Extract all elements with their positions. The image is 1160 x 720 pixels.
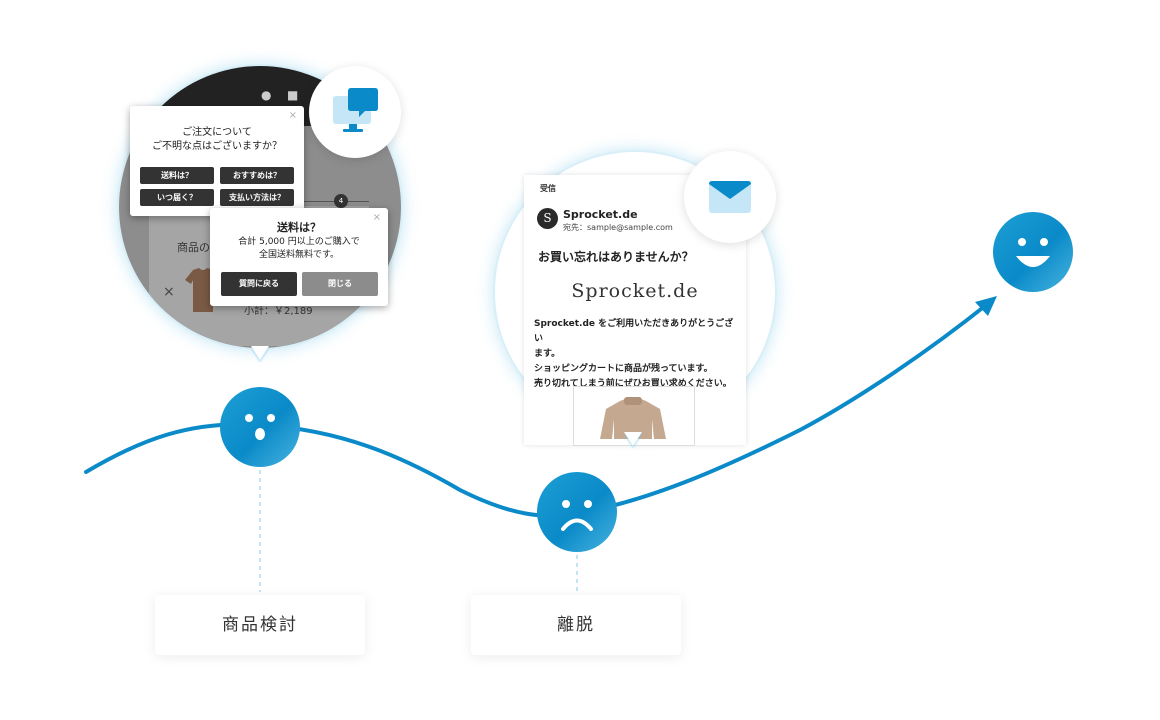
faq-delivery-button[interactable]: いつ届く？ [140,189,214,206]
mail-body-line3: ショッピングカートに商品が残っています。 [534,364,713,374]
close-icon[interactable]: × [372,212,381,223]
mail-subject: お買い忘れはありませんか？ [538,250,694,264]
journey-arrowhead [975,296,997,316]
mail-body: Sprocket.de をご利用いただきありがとうござい ます。 ショッピングカ… [534,317,740,392]
close-icon[interactable]: × [288,110,297,121]
sender-name: Sprocket.de [563,208,638,221]
lock-icon[interactable]: ■ [287,88,299,102]
chat-badge [309,66,401,158]
mail-body-line1: Sprocket.de をご利用いただきありがとうござい [534,319,734,344]
inbox-label: 受信 [540,184,556,193]
answer-text-line1: 合計 5,000 円以上のご購入で [238,237,360,247]
faq-question-line2: ご不明な点はございますか？ [152,141,282,152]
sad-face-icon [537,472,617,552]
curious-face-icon [220,387,300,467]
answer-title: 送料は？ [277,221,321,234]
mail-badge [684,151,776,243]
faq-question-line1: ご注文について [182,127,252,138]
sweater-image[interactable] [598,395,668,439]
stage-label-consider: 商品検討 [155,595,365,655]
happy-face-icon [993,212,1073,292]
remove-item-icon[interactable]: × [163,284,175,300]
close-button[interactable]: 閉じる [302,272,378,296]
envelope-icon [709,181,751,213]
recipient: 宛先：sample@sample.com [563,223,673,232]
faq-recommend-button[interactable]: おすすめは？ [220,167,294,184]
faq-shipping-button[interactable]: 送料は？ [140,167,214,184]
answer-text-line2: 全国送料無料です。 [258,250,340,260]
sender-avatar: S [537,208,558,229]
answer-popup: × 送料は？ 合計 5,000 円以上のご購入で 全国送料無料です。 質問に戻る… [210,208,388,306]
mail-body-line4: 売り切れてしまう前にぜひお買い求めください。 [534,379,732,389]
faq-payment-button[interactable]: 支払い方法は？ [220,189,294,206]
mail-bubble-tail [624,432,642,446]
step-badge: 4 [334,194,348,208]
back-to-questions-button[interactable]: 質問に戻る [221,272,297,296]
user-icon[interactable]: ● [261,88,272,102]
store-logo: Sprocket.de [571,280,699,302]
subtotal-price: 小計：￥2,189 [244,306,313,317]
chat-bubble-tail [251,346,269,360]
mail-body-line2: ます。 [534,349,561,359]
faq-popup: × ご注文について ご不明な点はございますか？ 送料は？ おすすめは？ いつ届く… [130,106,304,216]
stage-label-leave: 離脱 [471,595,681,655]
monitor-chat-icon [333,88,378,132]
